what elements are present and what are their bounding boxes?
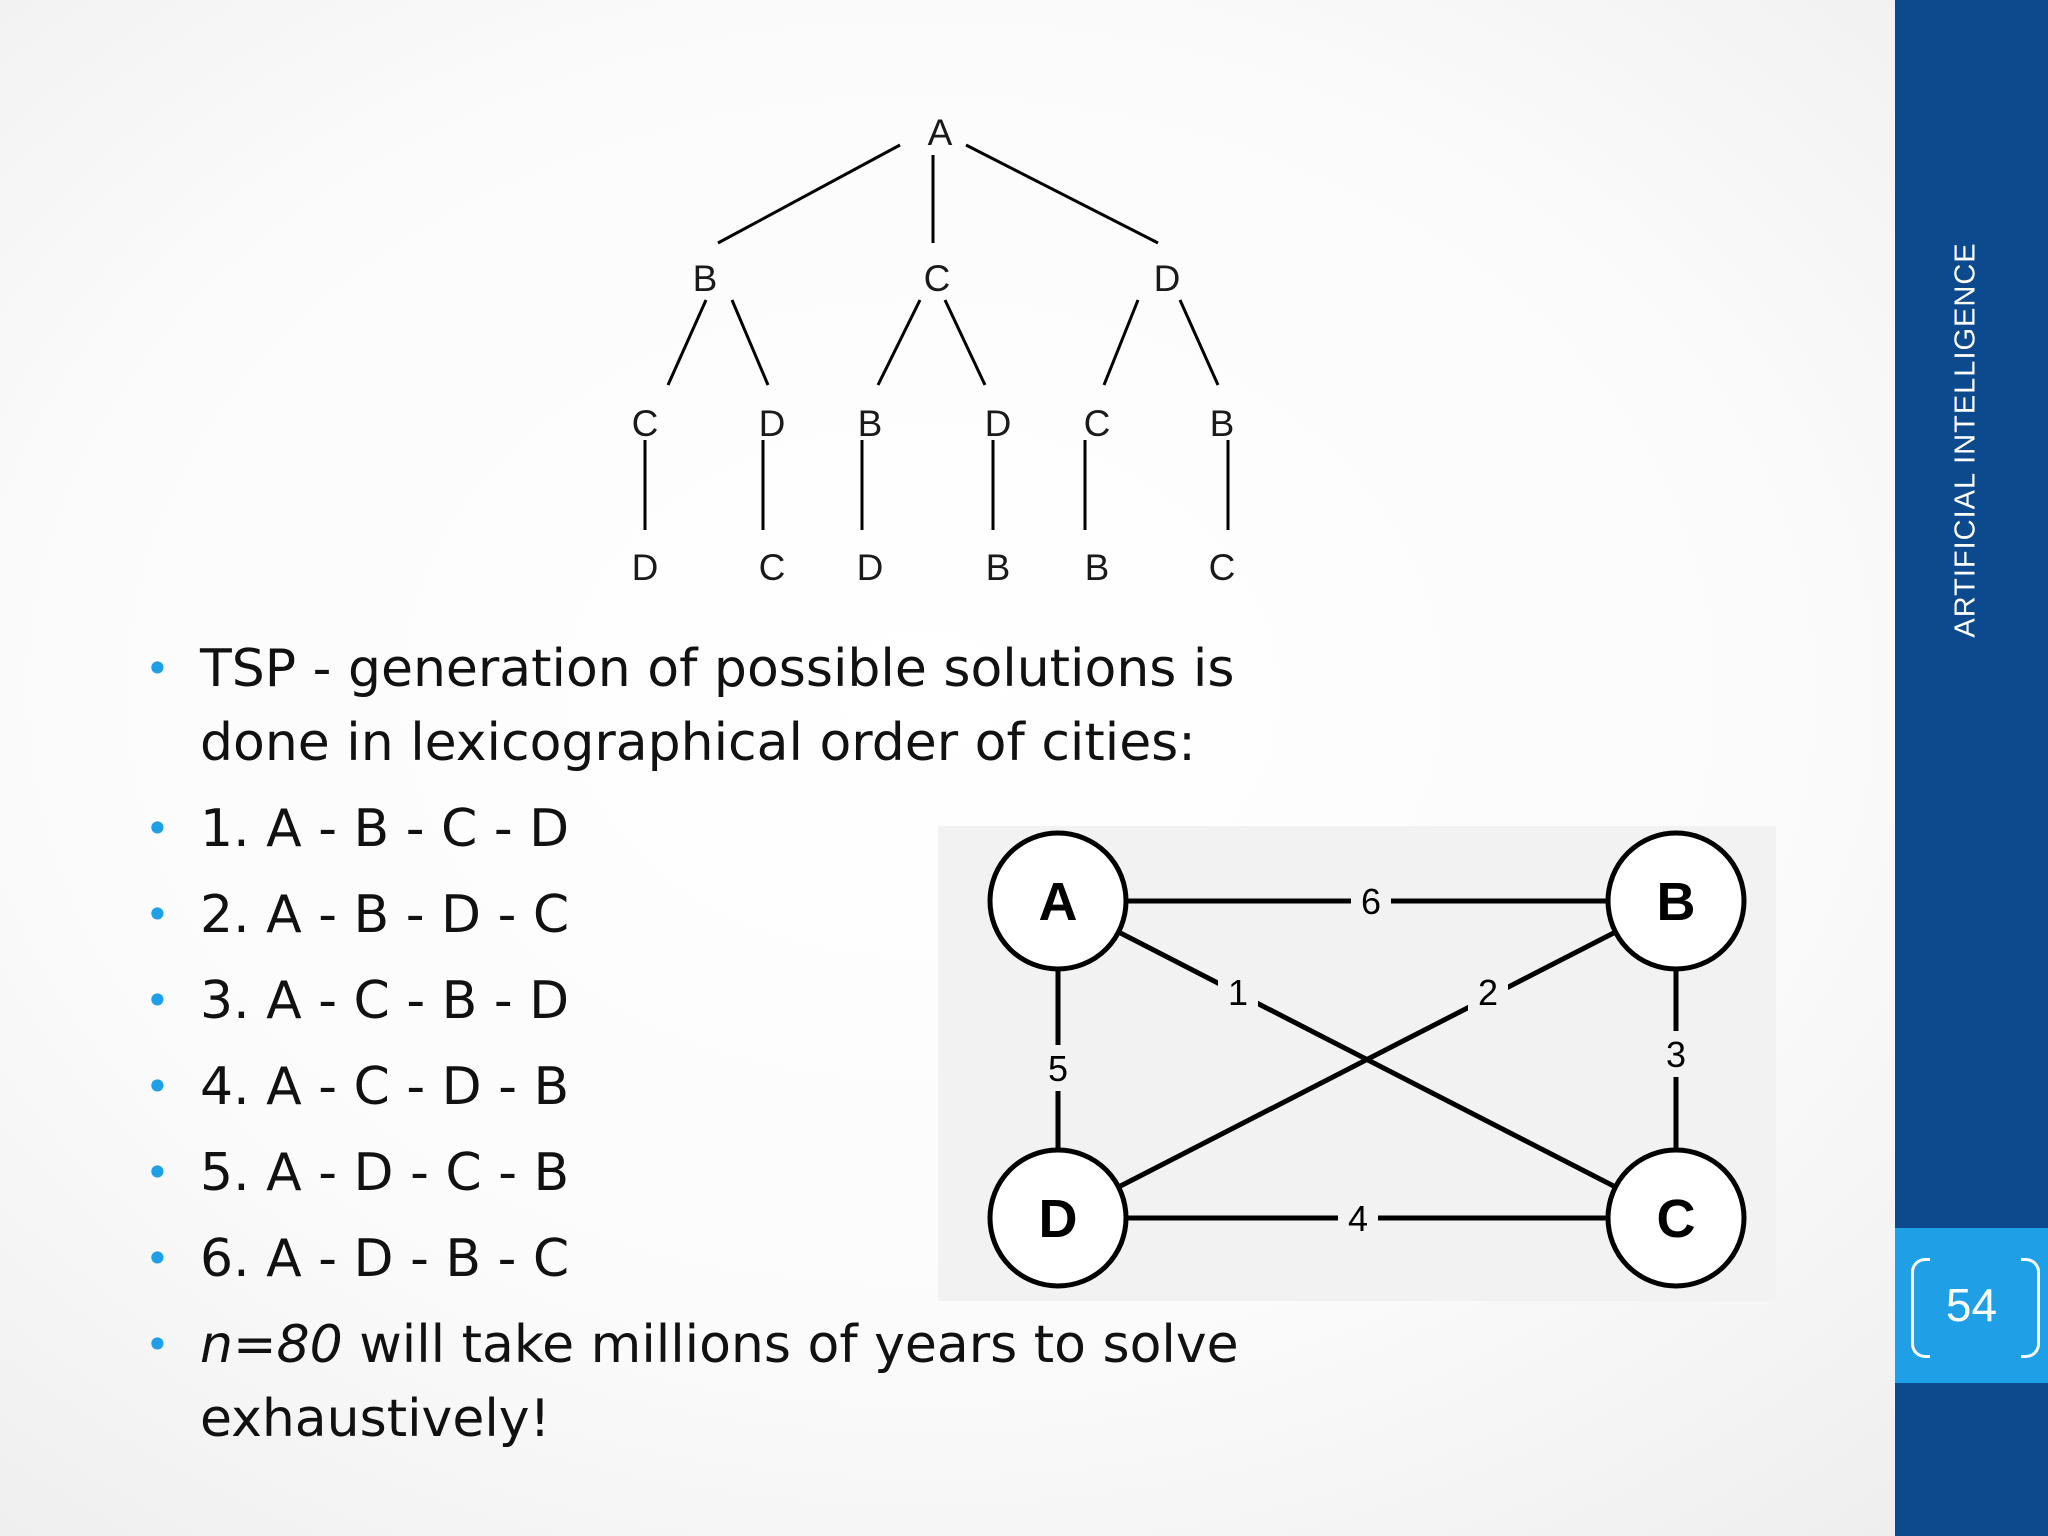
tree-node-l1: B <box>693 258 718 299</box>
graph-node-label: D <box>1039 1189 1078 1249</box>
tree-edge <box>1178 299 1220 386</box>
tree-edges <box>643 143 1230 530</box>
graph-edge-b-d <box>1056 898 1678 1221</box>
bullet-text: 2. A - B - D - C <box>200 885 570 945</box>
bullet-dot-icon: • <box>145 804 170 853</box>
bullet-item: • 1. A - B - C - D <box>140 792 1440 866</box>
graph-edge-weights: 6 1 2 3 5 4 <box>1038 877 1696 1242</box>
tree-labels: A B C D C D B D C B D C D B B C <box>632 112 1236 588</box>
page-number: 54 <box>1945 1279 1998 1331</box>
tree-node-l2: C <box>632 403 659 444</box>
sidebar-title: ARTIFICIAL INTELLIGENCE <box>1949 242 1982 638</box>
tree-node-l3: B <box>1085 547 1110 588</box>
bullet-dot-icon: • <box>145 976 170 1025</box>
bullet-text: 6. A - D - B - C <box>200 1229 570 1289</box>
tree-edge <box>666 299 708 386</box>
tree-node-l3: C <box>1209 547 1236 588</box>
tree-node-l1: D <box>1154 258 1181 299</box>
graph-node-label: A <box>1039 872 1078 932</box>
tree-edge <box>943 299 987 386</box>
bullet-dot-icon: • <box>145 1148 170 1197</box>
tree-edge <box>965 143 1159 245</box>
bullet-item: • 6. A - D - B - C <box>140 1222 1440 1296</box>
graph-node-d <box>987 1147 1129 1289</box>
bullet-text: 1. A - B - C - D <box>200 799 570 859</box>
edge-weight-label: 3 <box>1666 1034 1686 1075</box>
graph-node-b <box>1605 830 1747 972</box>
tree-node-l2: C <box>1084 403 1111 444</box>
bullet-dot-icon: • <box>145 1234 170 1283</box>
tree-node-l3: B <box>986 547 1011 588</box>
bullet-text: will take millions of years to solve exh… <box>200 1315 1239 1449</box>
graph-node-label: B <box>1657 872 1696 932</box>
edge-weight-label: 6 <box>1361 881 1381 922</box>
tree-edge <box>717 143 901 245</box>
bullet-text: 4. A - C - D - B <box>200 1057 570 1117</box>
tree-edge <box>730 299 770 386</box>
tree-node-l2: B <box>858 403 883 444</box>
graph-edges <box>1055 898 1679 1221</box>
weighted-graph: 6 1 2 3 5 4 A B C D <box>938 826 1776 1301</box>
graph-nodes: A B C D <box>987 830 1747 1289</box>
edge-weight-label: 4 <box>1348 1198 1368 1239</box>
tree-node-l2: B <box>1210 403 1235 444</box>
tree-node-l3: D <box>857 547 884 588</box>
tree-node-l3: C <box>759 547 786 588</box>
page-number-box: 54 <box>1895 1228 2048 1383</box>
bullet-item: • TSP - generation of possible solutions… <box>140 632 1440 780</box>
bullet-item: • 3. A - C - B - D <box>140 964 1440 1038</box>
bullet-text: TSP - generation of possible solutions i… <box>200 639 1235 773</box>
bullet-item: • 2. A - B - D - C <box>140 878 1440 952</box>
bullet-dot-icon: • <box>145 890 170 939</box>
right-brace-icon <box>2021 1258 2040 1358</box>
tree-edge <box>1102 299 1140 386</box>
permutation-tree-diagram: A B C D C D B D C B D C D B B C <box>632 112 1236 588</box>
tree-node-l1: C <box>924 258 951 299</box>
bullet-italic-text: n=80 <box>200 1315 343 1375</box>
bullet-dot-icon: • <box>145 644 170 693</box>
tree-node-l2: D <box>985 403 1012 444</box>
bullet-dot-icon: • <box>145 1320 170 1369</box>
edge-weight-label: 5 <box>1048 1048 1068 1089</box>
left-brace-icon <box>1911 1258 1930 1358</box>
bullet-item: • 5. A - D - C - B <box>140 1136 1440 1210</box>
tree-edge <box>876 299 922 386</box>
tree-node-root: A <box>928 112 953 153</box>
bullet-item: • n=80 will take millions of years to so… <box>140 1308 1440 1456</box>
bullet-item: • 4. A - C - D - B <box>140 1050 1440 1124</box>
bullet-list: • TSP - generation of possible solutions… <box>140 632 1440 1468</box>
graph-node-label: C <box>1657 1189 1696 1249</box>
graph-node-a <box>987 830 1129 972</box>
bullet-text: 5. A - D - C - B <box>200 1143 570 1203</box>
bullet-text: 3. A - C - B - D <box>200 971 570 1031</box>
tree-node-l3: D <box>632 547 659 588</box>
edge-weight-label: 1 <box>1228 972 1248 1013</box>
graph-node-c <box>1605 1147 1747 1289</box>
edge-weight-label: 2 <box>1478 972 1498 1013</box>
tree-node-l2: D <box>759 403 786 444</box>
bullet-dot-icon: • <box>145 1062 170 1111</box>
